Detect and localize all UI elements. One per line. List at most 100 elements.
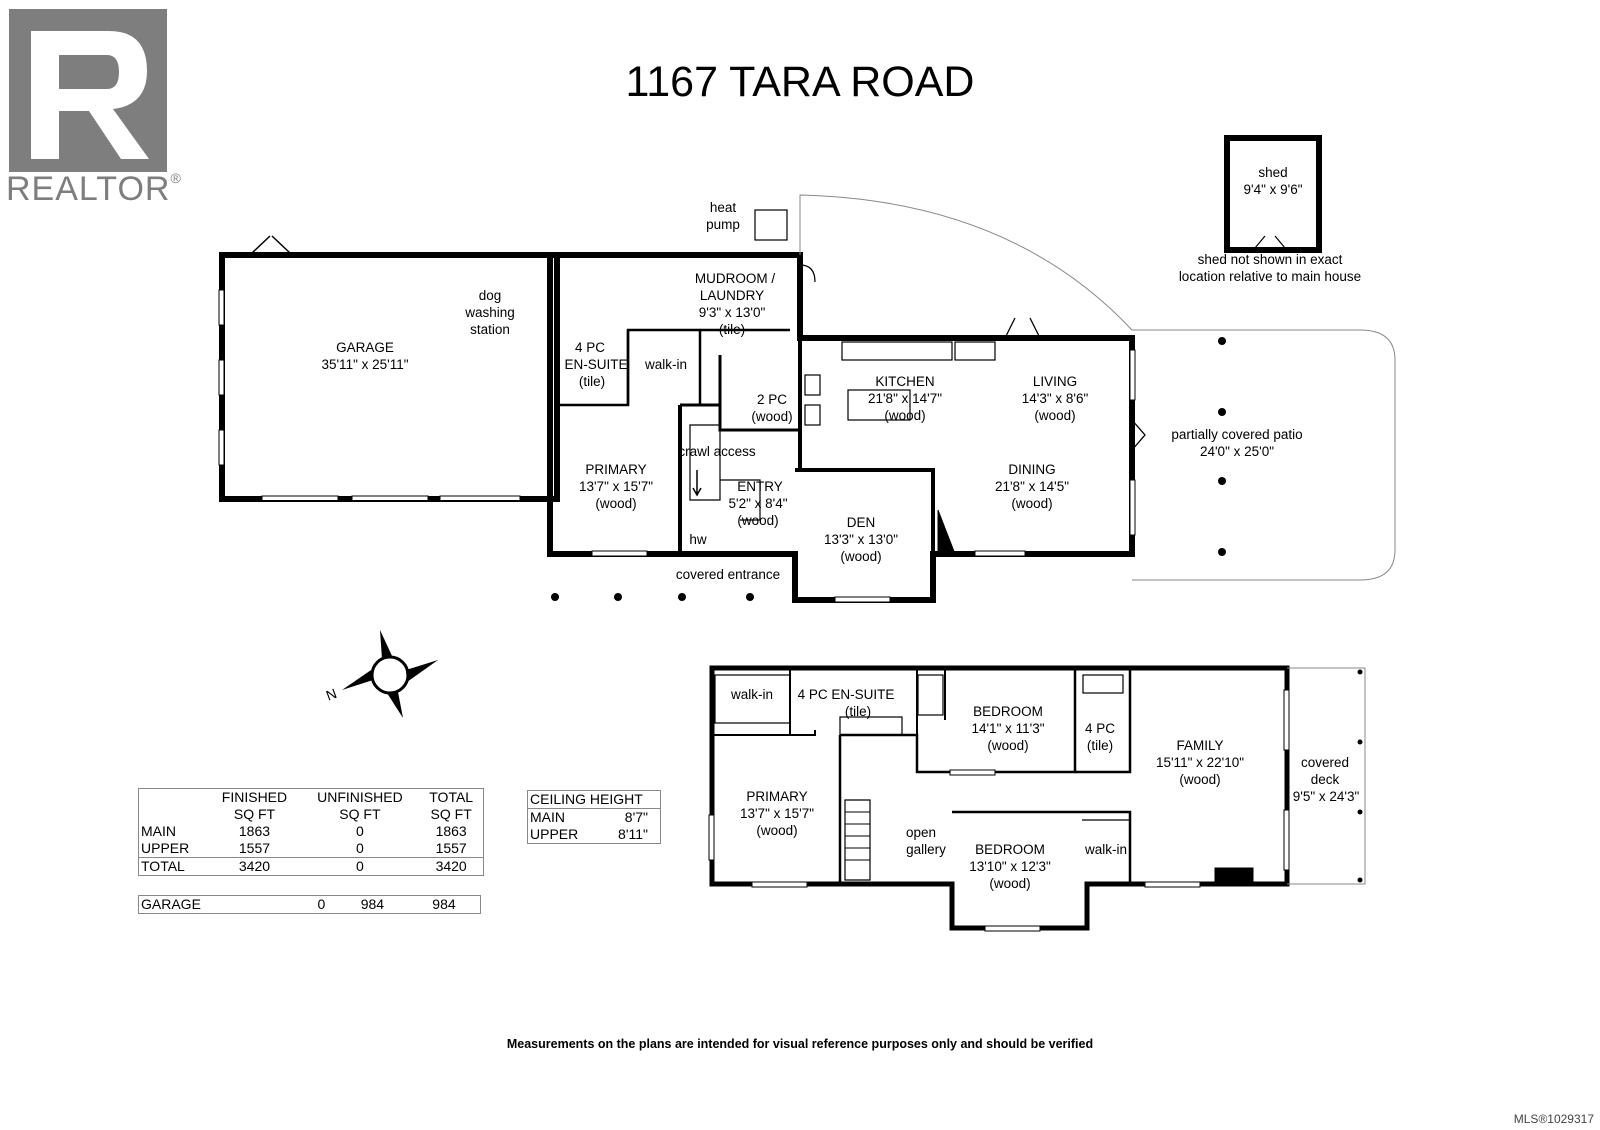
living-dims: 14'3" x 8'6": [1022, 391, 1089, 406]
mudroom-dims: 9'3" x 13'0": [699, 305, 766, 320]
table-row: TOTAL 3420 0 3420: [138, 857, 484, 876]
upper-ensuite-label: 4 PC EN-SUITE: [798, 687, 895, 702]
mudroom-label-2: LAUNDRY: [700, 288, 764, 303]
entry-floor: (wood): [737, 513, 778, 528]
table-cell: 0: [300, 857, 420, 876]
table-cell: 984: [360, 896, 385, 912]
main-floor-labels: GARAGE 35'11" x 25'11" heat pump dog was…: [321, 165, 1361, 582]
table-cell: 1863: [435, 823, 467, 839]
upper-ensuite-floor: (tile): [845, 704, 871, 719]
mudroom-floor: (tile): [719, 322, 745, 337]
shed-note-1: shed not shown in exact: [1198, 252, 1343, 267]
table-cell: 8'7": [624, 809, 648, 825]
realtor-r-logo-icon: [9, 9, 167, 172]
shed-dims: 9'4" x 9'6": [1243, 182, 1302, 197]
two-pc-label: 2 PC: [757, 392, 787, 407]
table-cell: 0: [317, 896, 326, 912]
heat-pump-label-1: heat: [710, 200, 737, 215]
dog-washing-label-3: station: [470, 322, 510, 337]
square-footage-table: FINISHED UNFINISHED TOTAL SQ FT SQ FT SQ…: [138, 788, 484, 876]
four-pc-floor: (tile): [1087, 738, 1113, 753]
table-cell: 1557: [435, 840, 467, 856]
table-header-cell: UNFINISHED: [317, 789, 403, 805]
family-dims: 15'11" x 22'10": [1156, 755, 1244, 770]
table-header-cell: SQ FT: [233, 806, 276, 822]
den-label: DEN: [847, 515, 876, 530]
family-label: FAMILY: [1176, 738, 1223, 753]
shed-note-2: location relative to main house: [1179, 269, 1361, 284]
entry-dims: 5'2" x 8'4": [728, 496, 787, 511]
table-cell: 1863: [238, 823, 271, 839]
upper-walkin-1-label: walk-in: [730, 687, 773, 702]
bedroom-2-dims: 13'10" x 12'3": [969, 859, 1051, 874]
table-cell: GARAGE: [141, 896, 201, 912]
family-floor: (wood): [1179, 772, 1220, 787]
table-header-row: FINISHED UNFINISHED TOTAL: [139, 789, 484, 807]
main-primary-floor: (wood): [595, 496, 636, 511]
dining-label: DINING: [1008, 462, 1055, 477]
covered-deck-label-2: deck: [1311, 772, 1340, 787]
upper-primary-label: PRIMARY: [746, 789, 807, 804]
heat-pump-label-2: pump: [706, 217, 740, 232]
entry-label: ENTRY: [737, 479, 783, 494]
compass-icon: N: [324, 630, 438, 718]
garage-dims: 35'11" x 25'11": [321, 357, 408, 372]
table-header-cell: TOTAL: [429, 789, 474, 805]
page-title: 1167 TARA ROAD: [625, 58, 975, 106]
table-header-cell: SQ FT: [430, 806, 472, 822]
table-header-cell: [139, 806, 209, 823]
main-floor-plan: [218, 135, 1396, 603]
ceiling-height-table: CEILING HEIGHT MAIN 8'7" UPPER 8'11": [527, 790, 661, 844]
upper-primary-floor: (wood): [756, 823, 797, 838]
table-cell: MAIN: [141, 823, 176, 839]
garage-label: GARAGE: [336, 340, 394, 355]
table-cell: UPPER: [141, 840, 190, 856]
disclaimer-text: Measurements on the plans are intended f…: [506, 1037, 1094, 1051]
living-label: LIVING: [1033, 374, 1077, 389]
main-primary-dims: 13'7" x 15'7": [579, 479, 653, 494]
main-ensuite-label-2: EN-SUITE: [564, 357, 627, 372]
table-cell: 984: [432, 896, 456, 912]
mls-number: MLS®1029317: [1513, 1112, 1594, 1126]
ceiling-height-title: CEILING HEIGHT: [527, 790, 661, 809]
living-floor: (wood): [1034, 408, 1075, 423]
table-header-cell: SQ FT: [339, 806, 381, 822]
bedroom-1-dims: 14'1" x 11'3": [971, 721, 1044, 736]
table-header-cell: [139, 789, 209, 807]
realtor-wordmark-text: REALTOR: [6, 170, 171, 208]
main-ensuite-label-1: 4 PC: [575, 340, 605, 355]
table-header-row: SQ FT SQ FT SQ FT: [139, 806, 484, 823]
bedroom-1-label: BEDROOM: [973, 704, 1043, 719]
upper-floor-plan: [708, 665, 1366, 932]
table-cell: 1557: [238, 840, 271, 856]
kitchen-floor: (wood): [884, 408, 925, 423]
bedroom-1-floor: (wood): [987, 738, 1028, 753]
garage-area-table: GARAGE 0 984 984: [138, 895, 481, 914]
shed-label: shed: [1258, 165, 1287, 180]
mudroom-label-1: MUDROOM /: [695, 271, 775, 286]
hw-label: hw: [689, 532, 707, 547]
covered-deck-dims: 9'5" x 24'3": [1293, 789, 1360, 804]
table-row: MAIN 1863 0 1863: [139, 823, 484, 840]
upper-floor-labels: walk-in 4 PC EN-SUITE (tile) BEDROOM 14'…: [730, 687, 1359, 891]
table-cell: UPPER: [530, 826, 579, 842]
table-cell: TOTAL: [138, 857, 209, 876]
patio-posts: [551, 337, 1226, 601]
upper-walkin-2-label: walk-in: [1084, 842, 1127, 857]
dining-floor: (wood): [1011, 496, 1052, 511]
den-floor: (wood): [840, 549, 881, 564]
table-row: GARAGE 0 984 984: [139, 896, 481, 914]
open-gallery-label-1: open: [906, 825, 936, 840]
table-cell: 0: [356, 840, 364, 856]
table-cell: 8'11": [618, 826, 648, 842]
bedroom-2-floor: (wood): [989, 876, 1030, 891]
dog-washing-label-2: washing: [464, 305, 515, 320]
open-gallery-label-2: gallery: [906, 842, 946, 857]
crawl-access-label: crawl access: [678, 444, 756, 459]
compass-north-label: N: [324, 685, 339, 703]
table-header-row: CEILING HEIGHT: [527, 790, 661, 809]
two-pc-floor: (wood): [751, 409, 792, 424]
table-row: UPPER 1557 0 1557: [139, 840, 484, 858]
table-cell: 3420: [208, 857, 301, 876]
kitchen-label: KITCHEN: [875, 374, 934, 389]
